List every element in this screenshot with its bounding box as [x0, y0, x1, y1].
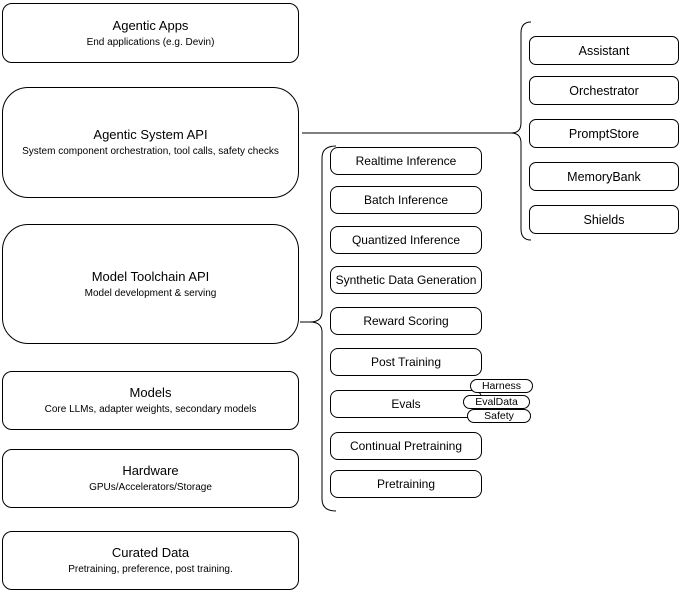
toolchain-item-continual-pretraining: Continual Pretraining	[330, 432, 482, 460]
system-components-brace	[510, 21, 532, 241]
agentic-apps-box: Agentic Apps End applications (e.g. Devi…	[2, 3, 299, 63]
curated-data-subtitle: Pretraining, preference, post training.	[68, 564, 233, 575]
component-shields: Shields	[529, 205, 679, 234]
toolchain-item-quantized-inference: Quantized Inference	[330, 226, 482, 254]
component-promptstore: PromptStore	[529, 119, 679, 148]
component-memorybank: MemoryBank	[529, 162, 679, 191]
hardware-subtitle: GPUs/Accelerators/Storage	[89, 482, 212, 493]
component-orchestrator: Orchestrator	[529, 76, 679, 105]
hardware-title: Hardware	[122, 463, 179, 478]
agentic-apps-subtitle: End applications (e.g. Devin)	[86, 36, 215, 48]
agentic-system-api-subtitle: System component orchestration, tool cal…	[22, 146, 279, 157]
component-assistant: Assistant	[529, 36, 679, 65]
toolchain-item-evals: Evals	[330, 390, 482, 418]
agentic-system-api-box: Agentic System API System component orch…	[2, 87, 299, 198]
model-toolchain-api-subtitle: Model development & serving	[84, 287, 217, 299]
toolchain-item-batch-inference: Batch Inference	[330, 186, 482, 214]
agentic-apps-title: Agentic Apps	[112, 17, 189, 33]
toolchain-item-reward-scoring: Reward Scoring	[330, 307, 482, 335]
model-toolchain-api-title: Model Toolchain API	[91, 268, 210, 284]
models-subtitle: Core LLMs, adapter weights, secondary mo…	[44, 404, 257, 415]
eval-tag-safety: Safety	[467, 409, 531, 423]
model-toolchain-api-box: Model Toolchain API Model development & …	[2, 224, 299, 344]
toolchain-item-pretraining: Pretraining	[330, 470, 482, 498]
hardware-box: Hardware GPUs/Accelerators/Storage	[2, 449, 299, 508]
eval-tag-harness: Harness	[470, 379, 533, 393]
curated-data-box: Curated Data Pretraining, preference, po…	[2, 531, 299, 590]
agentic-system-api-title: Agentic System API	[93, 127, 208, 142]
models-box: Models Core LLMs, adapter weights, secon…	[2, 371, 299, 430]
toolchain-item-realtime-inference: Realtime Inference	[330, 147, 482, 175]
eval-tag-evaldata: EvalData	[463, 395, 530, 409]
models-title: Models	[129, 385, 172, 400]
curated-data-title: Curated Data	[111, 545, 190, 560]
toolchain-item-post-training: Post Training	[330, 348, 482, 376]
toolchain-item-synthetic-data-generation: Synthetic Data Generation	[330, 266, 482, 294]
